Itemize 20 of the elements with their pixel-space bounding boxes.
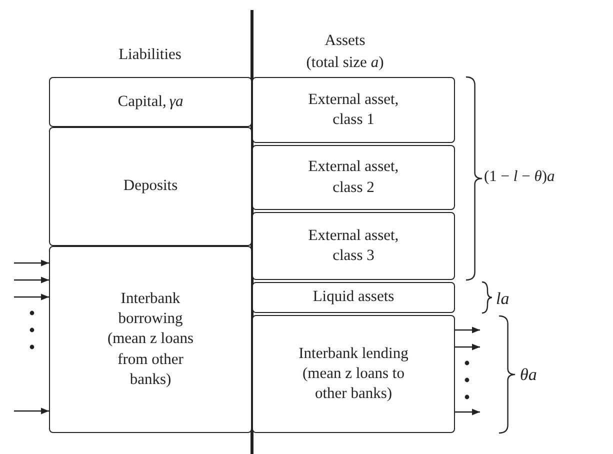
- balance-sheet-box: External asset, class 3: [252, 212, 455, 280]
- size-label: (1 − l − θ)a: [484, 167, 555, 187]
- arrow: [14, 276, 49, 284]
- arrow: [14, 294, 49, 300]
- balance-sheet-box: Liquid assets: [252, 282, 455, 313]
- balance-sheet-box: External asset, class 1: [252, 77, 455, 143]
- size-label: la: [496, 288, 510, 310]
- arrow: [455, 326, 480, 334]
- balance-sheet-box: Interbank lending (mean z loans to other banks): [252, 315, 455, 433]
- arrow: [14, 260, 49, 266]
- arrow: [14, 408, 49, 414]
- arrow: [455, 344, 480, 350]
- balance-sheet-box: External asset, class 2: [252, 145, 455, 210]
- size-label: θa: [520, 364, 537, 386]
- column-heading: Liabilities: [118, 45, 182, 65]
- balance-sheet-box: Interbank borrowing (mean z loans from other banks): [49, 246, 252, 433]
- balance-sheet-box: Deposits: [49, 127, 252, 246]
- column-heading: Assets (total size a): [305, 31, 385, 73]
- balance-sheet-box: Capital, γa: [49, 77, 252, 127]
- arrow: [455, 408, 480, 416]
